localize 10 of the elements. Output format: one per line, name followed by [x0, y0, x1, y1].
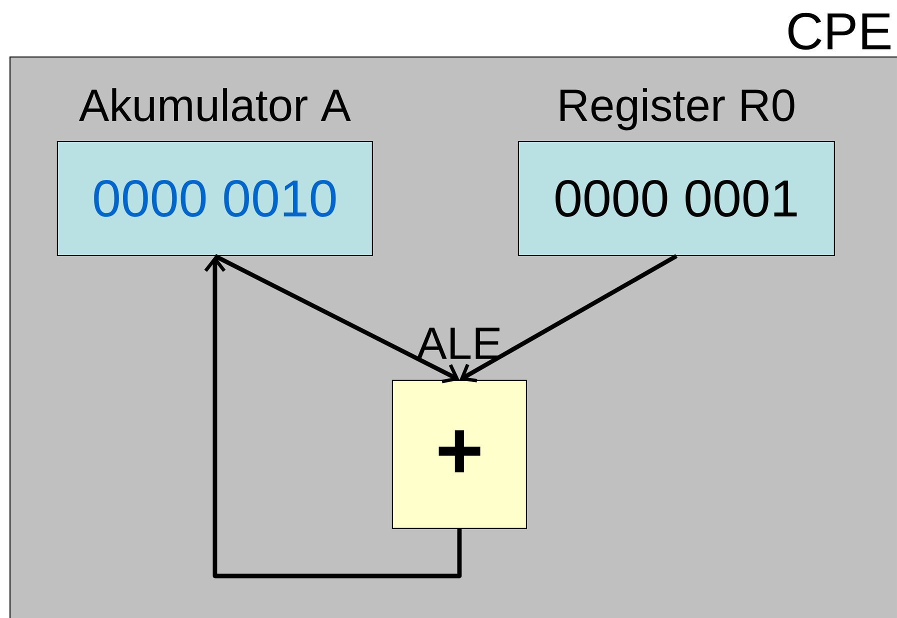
- register-title: Register R0: [560, 88, 794, 130]
- panel-title: CPE: [788, 12, 890, 50]
- register-box: 0000 0001: [518, 140, 835, 256]
- arrow: [204, 256, 462, 578]
- unit-title: ALE: [416, 328, 500, 359]
- register-box: 0000 0010: [56, 140, 373, 256]
- arrow: [214, 254, 460, 384]
- adder-box: +: [392, 380, 527, 529]
- register-title: Akumulator A: [79, 88, 351, 122]
- arrow: [459, 254, 678, 382]
